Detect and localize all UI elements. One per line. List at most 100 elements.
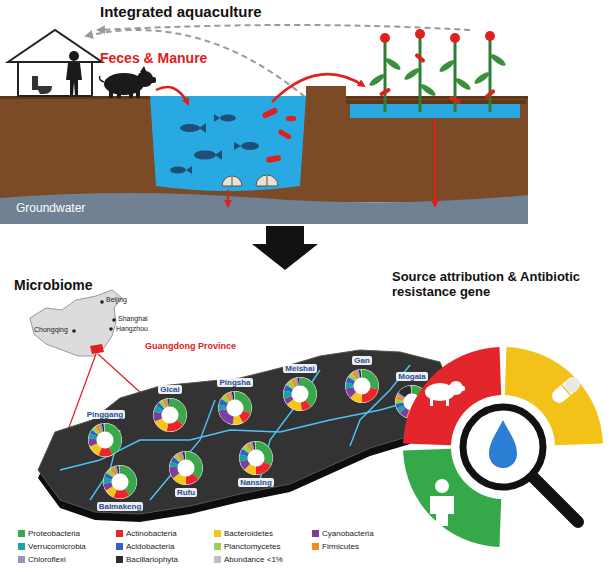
pig-icon (460, 386, 465, 391)
donut-segment (108, 470, 133, 495)
donut-segment (158, 403, 183, 428)
legend-entry: Acidobacteria (116, 542, 174, 551)
plant-icons (368, 29, 507, 112)
legend-swatch (116, 543, 123, 550)
donut-segment (244, 446, 269, 471)
donut-segment (158, 403, 183, 428)
donut-segment (288, 382, 313, 407)
donut-segment (108, 470, 133, 495)
fish-icons-part (170, 167, 186, 174)
site-label: Rufu (175, 488, 197, 497)
donut-charts (88, 369, 429, 499)
donut-segment (244, 446, 269, 471)
diagram-title: Integrated aquaculture (100, 3, 262, 20)
legend-swatch (116, 530, 123, 537)
fish-icons-part (186, 166, 192, 174)
legend-swatch (312, 530, 319, 537)
fish-icons-part (214, 114, 220, 122)
legend-entry: Chloroflexi (18, 555, 66, 564)
city-label: Beijing (106, 296, 127, 304)
legend-entry: Proteobacteria (18, 529, 80, 538)
fish-icons-part (215, 150, 222, 160)
donut-segment (93, 428, 118, 453)
legend-entry: Planctomycetes (214, 542, 280, 551)
pill-icon (562, 385, 571, 396)
donut-segment (288, 382, 313, 407)
legend-text: Chloroflexi (28, 555, 66, 564)
ground-section-part (346, 100, 526, 104)
legend-text: Planctomycetes (224, 542, 280, 551)
donut-segment (174, 456, 199, 481)
plant-icons-part-part (485, 31, 495, 41)
legend-swatch (116, 556, 123, 563)
legend-entry: Actinobacteria (116, 529, 177, 538)
donut-segment (223, 396, 248, 421)
donut-segment (288, 382, 313, 407)
donut-segment (108, 470, 133, 495)
legend-swatch (214, 543, 221, 550)
donut-segment (174, 456, 199, 481)
city-label: Shanghai (118, 315, 148, 323)
legend-swatch (312, 543, 319, 550)
plant-icons-part-part (384, 56, 402, 71)
donut-segment (174, 456, 199, 481)
donut-segment (93, 428, 118, 453)
donut-segment (158, 403, 183, 428)
ground-section-part (0, 96, 528, 202)
person-icon (430, 496, 454, 526)
china-map-part (109, 327, 113, 331)
magnifier-handle (533, 477, 578, 522)
plant-icons-part-part (419, 82, 437, 97)
donut-segment (158, 403, 183, 428)
donut-segment (288, 382, 313, 407)
china-map-part (100, 300, 104, 304)
fish-icons-part (194, 151, 216, 160)
donut-chart (239, 441, 273, 475)
legend-entry: Firmicutes (312, 542, 359, 551)
china-map-part (72, 329, 76, 333)
donut-segment (288, 382, 313, 407)
donut-segment (244, 446, 269, 471)
pig-icon (446, 398, 449, 406)
plant-icons-part-part (473, 70, 491, 85)
label-text: Feces & Manure (100, 50, 207, 66)
donut-segment (350, 374, 375, 399)
fish-icons-part (180, 124, 200, 132)
donut-segment (350, 374, 375, 399)
donut-segment (108, 470, 133, 495)
donut-segment (350, 374, 375, 399)
fish-icons (170, 114, 259, 174)
legend-swatch (18, 530, 25, 537)
site-label: Nansing (238, 478, 274, 487)
pig-icon-part (109, 90, 113, 98)
fish-icons-part (234, 142, 241, 150)
donut-segment (244, 446, 269, 471)
guangdong-map-part (38, 350, 452, 514)
shell-icons-part (232, 176, 267, 186)
legend-swatch (18, 543, 25, 550)
pig-icon (430, 398, 433, 406)
pig-icon (100, 66, 157, 98)
guangdong-map-part-part (150, 400, 215, 500)
donut-segment (93, 428, 118, 453)
donut-segment (174, 456, 199, 481)
donut-segment (350, 374, 375, 399)
legend-entry: Cyanobacteria (312, 529, 374, 538)
donut-segment (93, 428, 118, 453)
person-icon (435, 479, 449, 493)
house-icon (8, 30, 102, 96)
person-icon (430, 479, 454, 526)
donut-segment (108, 470, 133, 495)
legend-text: Verrucomicrobia (28, 542, 86, 551)
fish-icons-part (241, 142, 259, 150)
donut-segment (350, 374, 375, 399)
donut-segment (174, 456, 199, 481)
plant-icons-part-part (415, 29, 425, 39)
plant-icons-part-part (414, 53, 426, 64)
legend-text: Proteobacteria (28, 529, 80, 538)
donut-segment (158, 403, 183, 428)
nutrient-flow-arrows-part (434, 118, 436, 206)
legend-text: Firmicutes (322, 542, 359, 551)
plant-icons-part (368, 52, 507, 97)
site-label: Gan (352, 356, 372, 365)
